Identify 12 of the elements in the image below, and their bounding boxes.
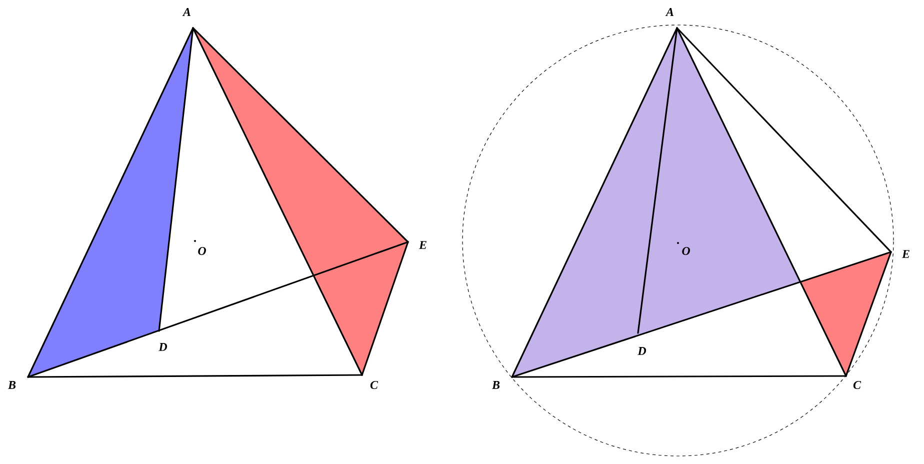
point-label: A bbox=[665, 8, 674, 16]
point-label: D bbox=[638, 347, 646, 355]
point-label: O bbox=[198, 246, 206, 256]
point-label: C bbox=[370, 380, 378, 390]
point-label: E bbox=[418, 241, 426, 249]
point-label: D bbox=[158, 343, 168, 351]
point-label: B bbox=[492, 381, 500, 389]
point-label: O bbox=[682, 246, 690, 256]
point-label: B bbox=[8, 381, 16, 389]
point-label: E bbox=[902, 250, 910, 258]
point-label: C bbox=[853, 380, 862, 390]
point-label: A bbox=[182, 8, 191, 16]
